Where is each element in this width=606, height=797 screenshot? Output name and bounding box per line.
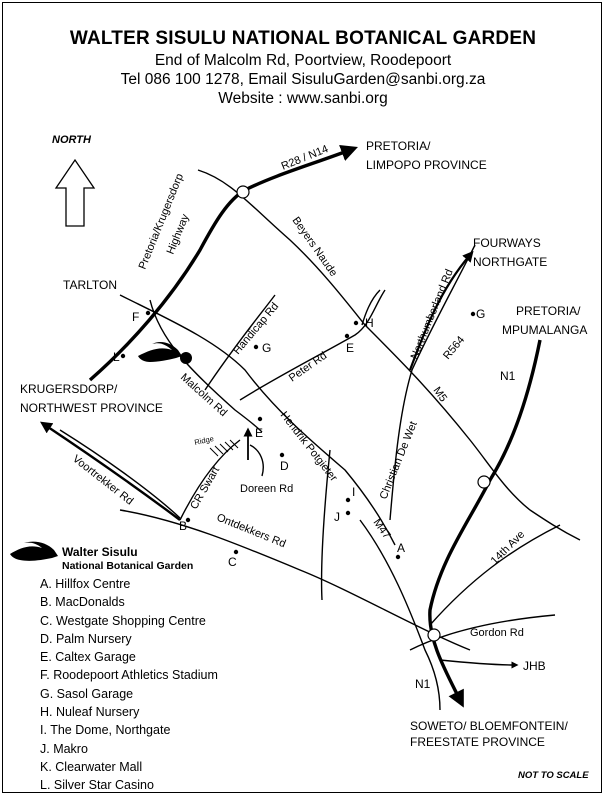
road-hendrik	[119, 294, 396, 546]
interchange-n1-m5	[477, 475, 491, 489]
marker-f: G	[262, 341, 271, 355]
legend-eagle-icon	[10, 541, 58, 561]
website-line: Website : www.sanbi.org	[218, 90, 388, 107]
road-voortrekker	[59, 429, 181, 519]
legend-item: E. Caltex Garage	[40, 650, 136, 665]
marker-h: H	[365, 316, 374, 330]
garden-location-icon	[180, 352, 192, 364]
label-gordon: Gordon Rd	[470, 627, 524, 639]
garden-eagle-icon	[138, 342, 182, 362]
dest-fourways-1: FOURWAYS	[473, 236, 541, 250]
label-malcolm: Malcolm Rd	[178, 371, 229, 419]
label-r564: R564	[441, 334, 467, 362]
legend-item: D. Palm Nursery	[40, 631, 132, 646]
legend-item: L. Silver Star Casino	[40, 778, 154, 793]
dest-pretoria-mpumalanga-1: PRETORIA/	[516, 304, 581, 318]
dest-fourways-2: NORTHGATE	[473, 255, 547, 269]
marker-b: B	[179, 519, 187, 533]
label-m47: M47	[371, 517, 393, 541]
road-gordon	[409, 614, 556, 651]
dest-krugersdorp-1: KRUGERSDORP/	[20, 382, 118, 396]
label-14th-ave: 14th Ave	[489, 528, 528, 567]
legend-item: H. Nuleaf Nursery	[40, 705, 140, 720]
label-n1-top: N1	[500, 369, 516, 383]
legend-item: F. Roodepoort Athletics Stadium	[40, 668, 218, 683]
north-arrow-icon	[54, 158, 96, 227]
road-doreen	[249, 444, 264, 477]
legend-item: A. Hillfox Centre	[40, 577, 131, 591]
road-peter	[239, 289, 386, 401]
legend-item: K. Clearwater Mall	[40, 759, 143, 774]
label-r28-n14: R28 / N14	[280, 143, 330, 173]
label-cr-swart: CR Swart	[188, 465, 222, 512]
page-title: WALTER SISULU NATIONAL BOTANICAL GARDEN	[69, 28, 537, 49]
road-beyers-naude	[197, 169, 581, 541]
marker-j: I	[352, 485, 355, 499]
dest-krugersdorp-2: NORTHWEST PROVINCE	[20, 401, 163, 415]
dest-pretoria-mpumalanga-2: MPUMALANGA	[502, 323, 587, 337]
road-fourways-arrow	[408, 250, 474, 371]
marker-a: A	[397, 541, 405, 555]
road-beyers-upper	[361, 289, 381, 326]
marker-g: F	[132, 310, 139, 324]
road-krugersdorp-arrow	[40, 421, 181, 521]
interchange-r28	[236, 185, 250, 199]
marker-i: G	[476, 307, 485, 321]
dest-soweto-1: SOWETO/ BLOEMFONTEIN/	[410, 719, 568, 733]
label-ridge: Ridge	[194, 434, 215, 447]
interchange-n1-gordon	[427, 628, 441, 642]
marker-e-garden: E	[255, 426, 263, 440]
road-christian	[320, 449, 331, 601]
road-n1	[428, 339, 542, 708]
legend-item: C. Westgate Shopping Centre	[40, 613, 206, 628]
dest-pretoria-limpopo-2: LIMPOPO PROVINCE	[366, 158, 487, 172]
road-r28-n14	[88, 145, 358, 382]
contact-line: Tel 086 100 1278, Email SisuluGarden@san…	[120, 71, 486, 88]
road-malcolm	[149, 299, 263, 433]
north-label: NORTH	[52, 134, 92, 146]
address-line: End of Malcolm Rd, Poortview, Roodepoort	[154, 52, 452, 69]
label-n1-bottom: N1	[415, 677, 431, 691]
label-peter: Peter Rd	[287, 350, 329, 385]
marker-k: J	[334, 510, 340, 524]
road-m47-lower	[359, 519, 441, 711]
road-cr-swart	[179, 439, 241, 521]
label-doreen: Doreen Rd	[240, 483, 293, 495]
road-14th-ave	[429, 524, 561, 626]
marker-l: L	[113, 350, 120, 364]
ridge-hatching-icon	[209, 439, 239, 457]
road-to-jhb	[439, 659, 519, 669]
legend-item: G. Sasol Garage	[40, 686, 134, 701]
not-to-scale-note: NOT TO SCALE	[518, 770, 589, 781]
road-handicap	[204, 294, 276, 391]
legend-title-line-2: National Botanical Garden	[62, 560, 194, 572]
label-m5: M5	[431, 385, 450, 404]
legend-item: J. Makro	[40, 741, 88, 756]
dest-jhb: JHB	[523, 659, 546, 673]
dest-tarlton: TARLTON	[63, 278, 117, 292]
legend-title-line-1: Walter Sisulu	[62, 545, 138, 559]
label-ontdekkers: Ontdekkers Rd	[215, 512, 288, 551]
dest-soweto-2: FREESTATE PROVINCE	[410, 735, 545, 749]
legend-item: B. MacDonalds	[40, 595, 125, 610]
road-northumberland	[389, 244, 476, 521]
legend-item: I. The Dome, Northgate	[40, 723, 171, 738]
dest-pretoria-limpopo-1: PRETORIA/	[366, 139, 431, 153]
legend-title: Walter Sisulu National Botanical Garden	[62, 545, 193, 573]
marker-c: C	[228, 555, 237, 569]
legend-list: A. Hillfox Centre B. MacDonalds C. Westg…	[40, 575, 218, 795]
marker-d: D	[280, 459, 289, 473]
road-ontdekkers	[119, 509, 471, 651]
marker-e-east: E	[346, 341, 354, 355]
